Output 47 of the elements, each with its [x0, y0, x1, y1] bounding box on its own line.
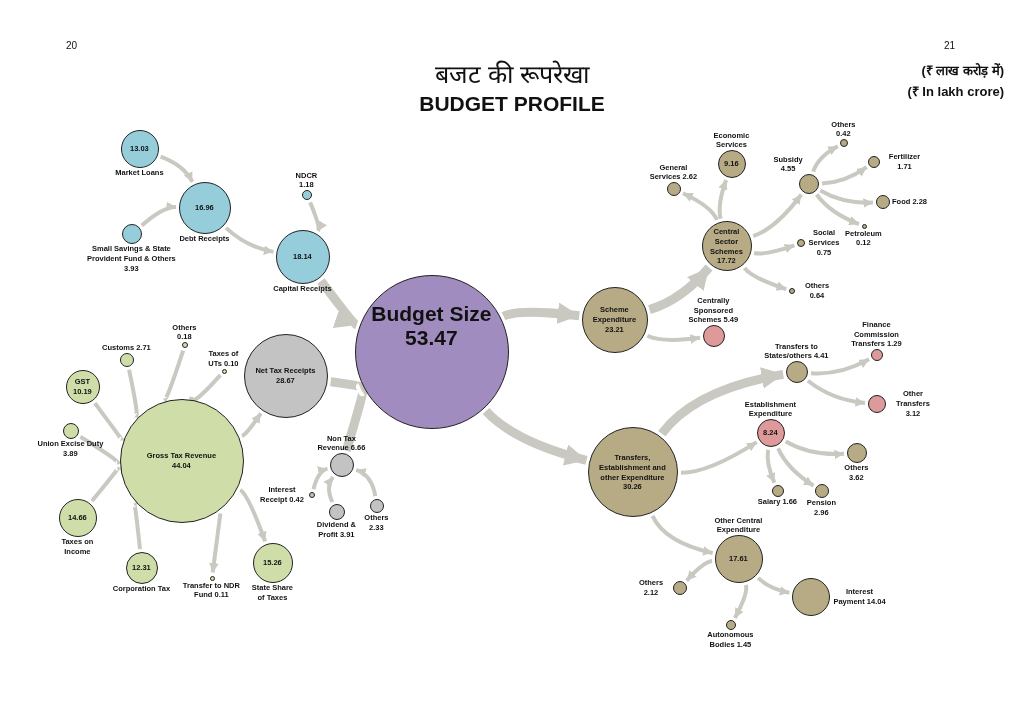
- flow-arrow: [132, 504, 145, 550]
- flow-arrow: [648, 264, 713, 314]
- flow-arrow: [811, 144, 839, 173]
- bubble-title: Budget Size: [370, 302, 493, 326]
- flow-arrow: [311, 466, 329, 490]
- flow-arrow: [784, 439, 845, 459]
- flow-arrow: [810, 357, 871, 376]
- flow-arrow: [317, 278, 360, 329]
- flow-arrow: [682, 191, 719, 221]
- flow-arrow: [224, 226, 274, 255]
- flow-arrow: [482, 407, 588, 466]
- flow-arrow: [90, 467, 123, 503]
- flow-arrow: [806, 379, 866, 407]
- flow-arrow: [753, 243, 795, 256]
- unit-note: (₹ In lakh crore): [906, 83, 1004, 100]
- flow-arrow: [240, 412, 263, 438]
- flow-arrow: [209, 513, 223, 573]
- flow-arrow: [658, 367, 784, 437]
- flow-arrow: [765, 449, 777, 484]
- flow-arrow: [756, 576, 790, 596]
- flow-arrow: [238, 488, 268, 543]
- flow-arrow: [501, 302, 580, 325]
- bubble-value: 53.47: [404, 326, 459, 350]
- flow-arrow: [323, 475, 335, 503]
- flow-arrow: [650, 514, 714, 556]
- flow-arrow: [776, 447, 815, 488]
- flow-arrow: [733, 584, 749, 619]
- flow-arrow: [140, 202, 177, 227]
- flow-arrow: [646, 333, 701, 344]
- flow-arrow: [355, 467, 378, 497]
- page-number: 20: [66, 40, 78, 51]
- subtitle: BUDGET PROFILE: [418, 92, 606, 116]
- flow-arrow: [717, 179, 728, 220]
- flow-arrow: [159, 154, 195, 183]
- bubble: [66, 370, 100, 404]
- title: बजट की रूपरेखा: [434, 59, 591, 90]
- flow-arrow: [743, 266, 787, 292]
- flow-arrow: [815, 193, 860, 226]
- flow-arrow: [819, 188, 874, 208]
- flow-arrow: [821, 165, 868, 186]
- flow-arrow: [685, 559, 713, 582]
- page-number: 21: [944, 40, 956, 51]
- bubble: [702, 221, 752, 271]
- flow-arrow: [680, 440, 758, 475]
- flow-arrow: [752, 193, 803, 239]
- unit-note: (₹ लाख करोड़ में): [920, 62, 1004, 79]
- flow-arrow: [93, 401, 123, 440]
